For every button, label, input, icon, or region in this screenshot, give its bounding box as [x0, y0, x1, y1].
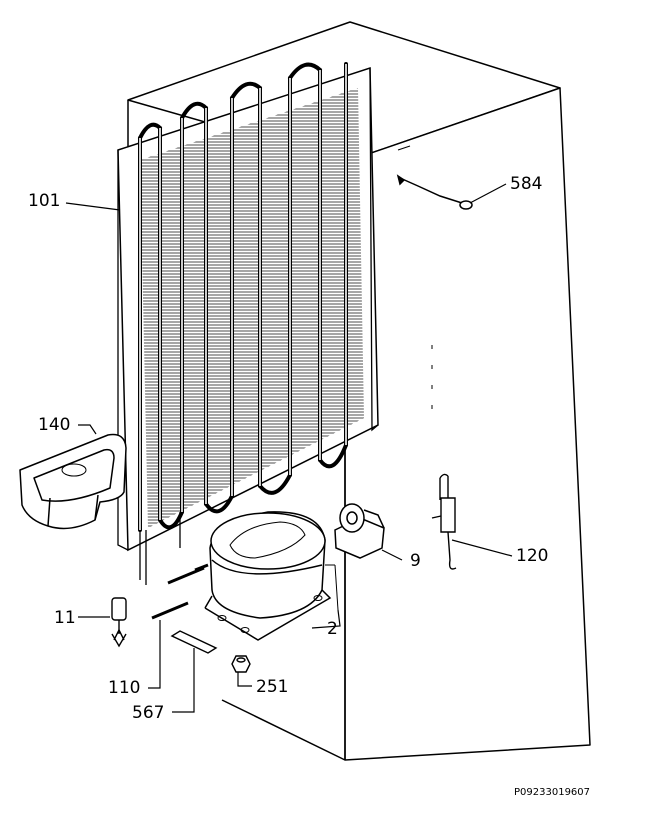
capillary-pipes [152, 565, 208, 618]
sensor-120 [432, 474, 456, 569]
part-label-140: 140 [38, 415, 71, 435]
drip-tray [20, 435, 126, 529]
compressor [205, 512, 338, 640]
condenser [118, 64, 378, 585]
part-label-567: 567 [132, 703, 165, 723]
part-label-101: 101 [28, 191, 61, 211]
grommet-251 [232, 656, 250, 672]
part-label-251: 251 [256, 677, 289, 697]
leader-lines [66, 184, 512, 712]
part-label-584: 584 [510, 174, 543, 194]
part-label-11: 11 [54, 608, 76, 628]
mounting-plate [172, 631, 216, 653]
relay-starter [335, 504, 384, 558]
sensor-584 [398, 176, 472, 209]
drawing-code: P09233019607 [514, 787, 591, 798]
part-label-9: 9 [410, 551, 421, 571]
part-label-110: 110 [108, 678, 141, 698]
part-label-2: 2 [327, 619, 338, 639]
filter-drier [112, 598, 126, 646]
part-label-120: 120 [516, 546, 549, 566]
